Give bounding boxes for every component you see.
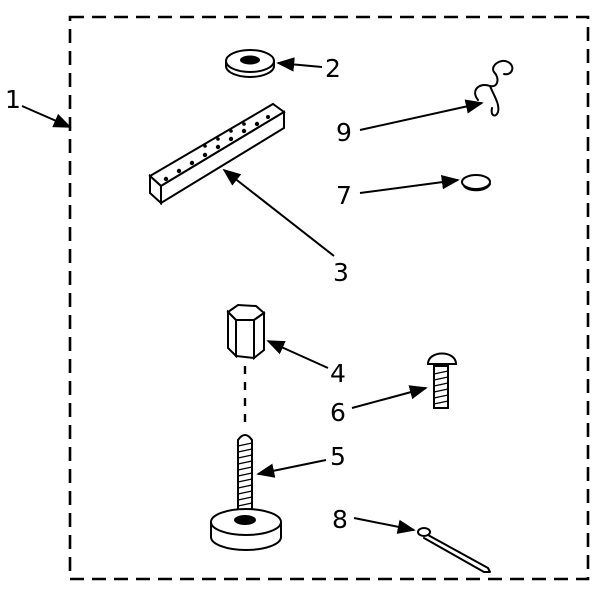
leader-lines [21, 57, 484, 534]
spring-clip-part [461, 174, 491, 192]
cotter-pin-part [417, 527, 491, 573]
hex-coupling-part [226, 303, 266, 361]
callout-6: 6 [330, 398, 346, 427]
bracket-strip-part [148, 102, 286, 206]
leveling-leg-part [210, 434, 282, 551]
callout-8: 8 [332, 505, 348, 534]
callout-2: 2 [325, 54, 341, 83]
callout-3: 3 [333, 258, 349, 287]
bolt-part [426, 352, 458, 409]
callout-5: 5 [330, 442, 346, 471]
kit-boundary [68, 15, 590, 581]
callout-4: 4 [330, 359, 346, 388]
callout-1: 1 [5, 85, 21, 114]
washer-part [225, 49, 275, 78]
callout-9: 9 [336, 118, 352, 147]
callout-7: 7 [336, 181, 352, 210]
wire-hook-part [474, 60, 514, 117]
